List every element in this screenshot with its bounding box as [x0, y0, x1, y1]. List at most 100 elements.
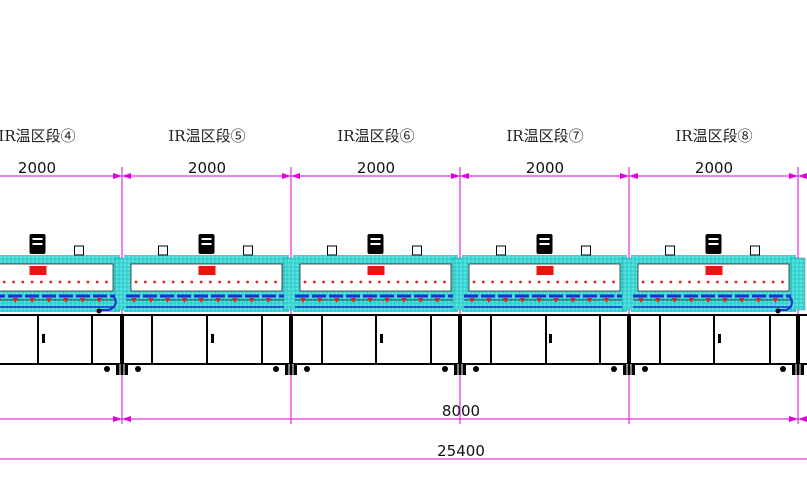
nozzle	[469, 298, 475, 303]
heater-dot	[669, 280, 673, 284]
heater-dot	[350, 280, 353, 284]
zone-title: IR温区段⑧	[675, 127, 752, 145]
heater-dot	[331, 280, 335, 284]
nozzle	[756, 298, 762, 303]
top-port	[750, 245, 760, 256]
heater-dot	[472, 280, 476, 284]
heater-dot	[21, 280, 25, 284]
heater-dot	[190, 280, 194, 284]
exhaust-fan-slot	[539, 243, 550, 245]
zone-length-label: 2000	[357, 159, 395, 177]
heater-dot	[565, 280, 569, 284]
nozzle	[215, 298, 221, 303]
nozzle	[181, 298, 187, 303]
top-port	[74, 245, 84, 256]
heater-dot	[246, 280, 250, 284]
nozzle	[0, 298, 2, 301]
dimension-arrow	[291, 173, 300, 179]
nozzle	[705, 298, 711, 303]
nozzle	[434, 298, 440, 303]
heater-dot	[500, 280, 504, 284]
dimension-arrow	[629, 173, 638, 179]
nozzle	[63, 298, 69, 303]
leveling-foot	[623, 364, 635, 375]
nozzle	[739, 298, 745, 303]
zone-length-label: 2000	[188, 159, 226, 177]
door-handle	[42, 334, 45, 343]
dimension-arrow	[798, 416, 807, 422]
heater-dot	[762, 280, 766, 284]
heater-dot	[706, 280, 710, 284]
frame-post	[796, 315, 800, 371]
nozzle	[29, 298, 35, 303]
nozzle	[300, 298, 306, 303]
heater-dot	[415, 280, 418, 284]
nozzle	[688, 298, 694, 303]
zone-title: IR温区段⑦	[506, 127, 583, 145]
heater-block	[705, 266, 723, 275]
heater-dot	[236, 280, 240, 284]
nozzle	[418, 298, 424, 303]
heater-dot	[405, 280, 409, 284]
heater-dot	[12, 280, 15, 284]
heater-dot	[378, 280, 381, 284]
frame-post	[289, 315, 293, 371]
nozzle	[131, 298, 137, 303]
nozzle	[519, 298, 525, 303]
oven-body	[0, 234, 806, 314]
caster-wheel	[611, 366, 617, 372]
nozzle	[722, 298, 728, 303]
exhaust-fan-slot	[370, 238, 381, 240]
heater-dot	[340, 280, 344, 284]
oven-zone-module	[0, 234, 130, 312]
heater-block	[536, 266, 554, 275]
heater-dot	[143, 280, 147, 284]
exhaust-fan-slot	[370, 243, 381, 245]
frame-post	[120, 315, 124, 371]
heater-dot	[40, 280, 43, 284]
heater-dot	[396, 280, 400, 284]
dimension-arrow	[620, 173, 629, 179]
nozzle	[317, 298, 323, 303]
oven-zone-module	[631, 234, 806, 312]
zone-length-labels: 2000 2000 2000 2000 2000	[18, 159, 733, 177]
door-handle	[211, 334, 214, 343]
heater-dot	[171, 280, 175, 284]
caster-wheel	[442, 366, 448, 372]
heater-dot	[181, 280, 184, 284]
dimension-arrow	[798, 173, 807, 179]
nozzle	[587, 298, 593, 303]
heater-dot	[771, 280, 775, 284]
heater-dot	[368, 280, 372, 284]
leveling-foot	[454, 364, 466, 375]
oven-zone-module	[124, 234, 299, 312]
leveling-foot	[285, 364, 297, 375]
heater-dot	[2, 280, 6, 284]
zone-titles: IR温区段④ IR温区段⑤ IR温区段⑥ IR温区段⑦ IR温区段⑧	[0, 127, 753, 145]
caster-wheel	[780, 366, 786, 372]
oven-zone-module	[293, 234, 468, 312]
caster-wheel	[135, 366, 141, 372]
overall-total-dimension-label: 25400	[437, 442, 485, 460]
heater-dot	[433, 280, 437, 284]
dimension-arrow	[113, 416, 122, 422]
leveling-foot	[116, 364, 128, 375]
nozzle	[772, 298, 778, 303]
nozzle	[350, 298, 356, 303]
caster-wheel	[473, 366, 479, 372]
dimension-arrow	[789, 416, 798, 422]
heater-dot	[105, 280, 108, 284]
heater-dot	[424, 280, 428, 284]
nozzle	[570, 298, 576, 303]
heater-dot	[218, 280, 222, 284]
top-port	[243, 245, 253, 256]
nozzle	[265, 298, 271, 303]
nozzle	[503, 298, 509, 303]
nozzle	[603, 298, 609, 303]
heater-dot	[227, 280, 231, 284]
nozzle	[334, 298, 340, 303]
sprocket	[96, 308, 102, 314]
heater-dot	[734, 280, 738, 284]
heater-dot	[58, 280, 62, 284]
